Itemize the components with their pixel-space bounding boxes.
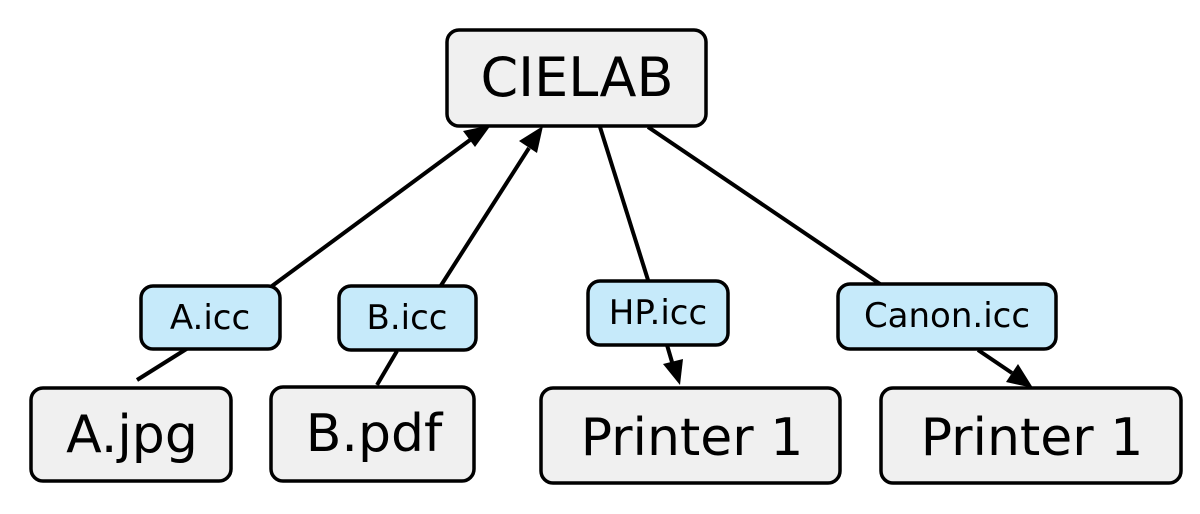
node-cielab: CIELAB	[445, 28, 708, 128]
edge-line-b-pdf-to-b-icc	[375, 349, 399, 387]
profile-canon-icc-label: Canon.icc	[864, 296, 1030, 336]
node-printer-1a-label: Printer 1	[581, 408, 804, 468]
node-b-pdf-box	[269, 385, 476, 483]
edge-line-canon-icc-to-printer-1b	[976, 348, 1014, 375]
profile-a-icc-box	[139, 284, 282, 351]
node-b-pdf: B.pdf	[269, 385, 476, 483]
node-printer-1b-label: Printer 1	[921, 408, 1144, 468]
profile-b-icc-box	[337, 284, 478, 352]
node-cielab-label: CIELAB	[480, 46, 673, 109]
edge-line-hp-icc-to-printer-1a	[665, 344, 674, 363]
profile-hp-icc: HP.icc	[586, 279, 730, 347]
profile-hp-icc-box	[586, 279, 730, 347]
profile-b-icc: B.icc	[337, 284, 478, 352]
profile-hp-icc-label: HP.icc	[609, 293, 707, 333]
node-cielab-box	[445, 28, 708, 128]
arrowhead-to-cielab-from-b-icc	[519, 126, 543, 153]
edge-a-jpg-to-cielab	[135, 125, 491, 382]
node-printer-1b: Printer 1	[879, 386, 1183, 485]
node-b-pdf-label: B.pdf	[306, 404, 444, 464]
node-printer-1a-box	[539, 386, 842, 485]
edge-line-cielab-to-canon-icc	[646, 125, 882, 286]
profile-a-icc-label: A.icc	[170, 298, 250, 338]
profile-b-icc-label: B.icc	[367, 298, 448, 338]
edge-line-b-icc-to-cielab	[438, 146, 531, 289]
node-a-jpg-box	[29, 386, 233, 483]
profile-canon-icc: Canon.icc	[836, 282, 1058, 351]
edge-line-a-jpg-to-a-icc	[135, 346, 190, 382]
edge-cielab-to-printer-1b	[646, 125, 1033, 388]
node-a-jpg: A.jpg	[29, 386, 233, 483]
node-printer-1b-box	[879, 386, 1183, 485]
arrowhead-to-printer-1b	[1006, 364, 1033, 388]
edge-b-pdf-to-cielab	[375, 126, 543, 387]
arrowhead-to-printer-1a	[663, 359, 683, 385]
node-a-jpg-label: A.jpg	[66, 405, 198, 465]
node-printer-1a: Printer 1	[539, 386, 842, 485]
arrowhead-to-cielab-from-a-icc	[463, 125, 491, 147]
edge-line-cielab-to-hp-icc	[598, 126, 650, 281]
profile-a-icc: A.icc	[139, 284, 282, 351]
edge-line-a-icc-to-cielab	[270, 138, 472, 288]
profile-canon-icc-box	[836, 282, 1058, 351]
edge-cielab-to-printer-1a	[598, 126, 683, 385]
